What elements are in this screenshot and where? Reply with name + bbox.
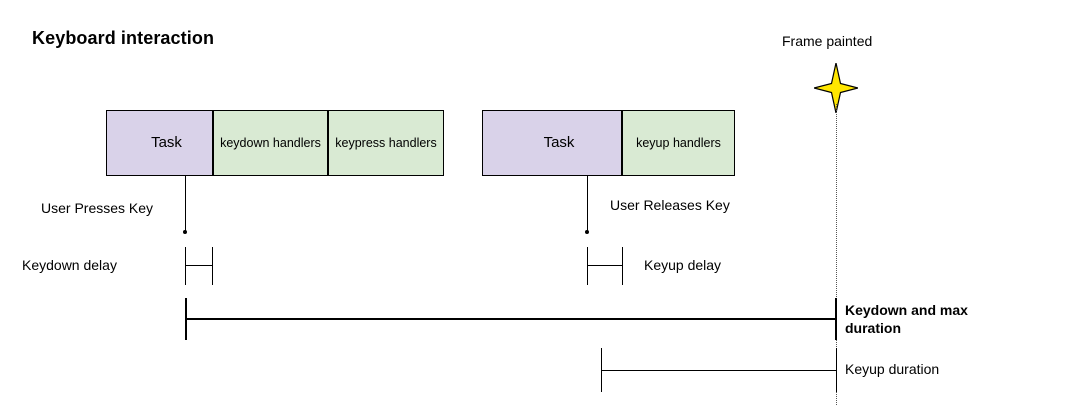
keydown-max-duration-right-tick bbox=[835, 298, 837, 340]
user-presses-key-label: User Presses Key bbox=[41, 200, 154, 216]
task-box-keydown-label: Task bbox=[151, 134, 182, 152]
keyup-duration-label: Keyup duration bbox=[845, 361, 940, 377]
keyup-handlers-label: keyup handlers bbox=[636, 135, 721, 150]
user-releases-key-label: User Releases Key bbox=[610, 197, 730, 213]
keydown-delay-span bbox=[185, 265, 213, 266]
keypress-handlers-box: keypress handlers bbox=[328, 110, 444, 176]
task-box-keyup-label: Task bbox=[543, 134, 575, 152]
user-releases-key-arrowhead bbox=[585, 230, 589, 234]
keydown-max-duration-label: Keydown and max duration bbox=[845, 302, 968, 336]
user-presses-key-arrowhead bbox=[183, 230, 187, 234]
frame-paint-guide-line bbox=[836, 104, 837, 405]
keydown-track: Task keydown handlers keypress handlers bbox=[106, 110, 444, 176]
keydown-handlers-box: keydown handlers bbox=[213, 110, 328, 176]
task-box-keyup: Task bbox=[482, 110, 622, 176]
keydown-max-duration-span bbox=[185, 318, 836, 320]
keyup-delay-span bbox=[587, 265, 623, 266]
keyup-delay-left-tick bbox=[587, 247, 588, 285]
keypress-handlers-label: keypress handlers bbox=[335, 135, 437, 150]
keyup-track: Task keyup handlers bbox=[482, 110, 735, 176]
task-box-keydown: Task bbox=[106, 110, 213, 176]
keydown-delay-label: Keydown delay bbox=[22, 257, 117, 273]
page-title: Keyboard interaction bbox=[32, 28, 215, 48]
frame-painted-label: Frame painted bbox=[782, 33, 873, 49]
keyup-duration-span bbox=[601, 370, 837, 371]
keydown-delay-right-tick bbox=[212, 247, 213, 285]
keydown-delay-left-tick bbox=[185, 247, 186, 285]
user-presses-key-connector bbox=[185, 176, 186, 232]
keydown-handlers-label: keydown handlers bbox=[220, 135, 321, 150]
keyup-handlers-box: keyup handlers bbox=[622, 110, 735, 176]
keyup-delay-label: Keyup delay bbox=[644, 257, 722, 273]
keyup-delay-right-tick bbox=[622, 247, 623, 285]
user-releases-key-connector bbox=[587, 176, 588, 232]
